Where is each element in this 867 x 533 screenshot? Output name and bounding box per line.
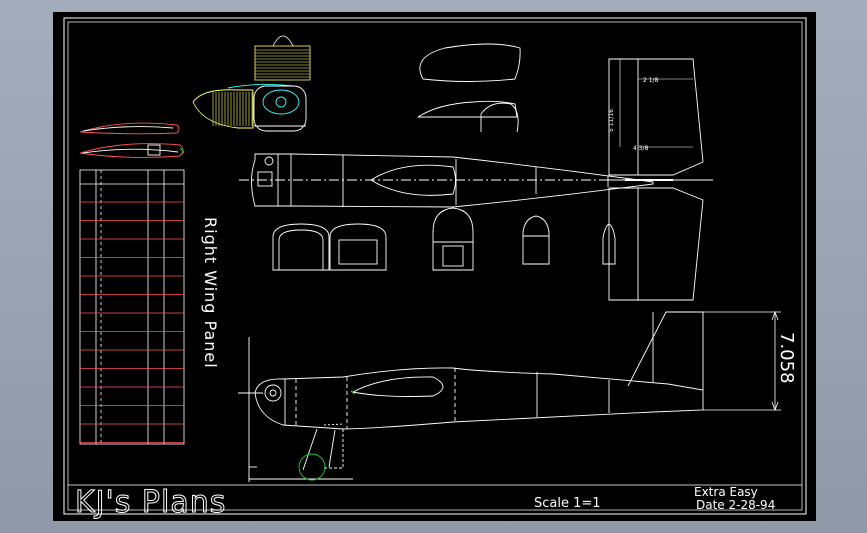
cowl-side-view [192, 83, 307, 132]
right-wing-panel [79, 169, 185, 445]
outer-border [63, 17, 807, 515]
canopy-views [417, 43, 521, 133]
wing-panel-label: Right Wing Panel [201, 217, 220, 369]
tail-dimension-label-1: 2 1/8 [643, 77, 659, 84]
tail-dimension-label-3: 4 3/8 [633, 145, 649, 152]
fuselage-side-view [238, 311, 704, 482]
scale-label: Scale 1=1 [534, 496, 601, 511]
date-label: Date 2-28-94 [696, 498, 775, 512]
drawing-title: KJ's Plans [75, 485, 226, 520]
drawing-sheet: 2 1/8 5 11/16 4 3/8 Right Wing Panel 7.0… [53, 12, 816, 521]
model-name-label: Extra Easy [694, 485, 758, 499]
tail-dimensions [619, 59, 693, 148]
cowl-top-view [254, 35, 311, 81]
fuselage-top-view [239, 153, 713, 208]
horizontal-stabilizer [601, 58, 708, 301]
fuselage-formers [272, 207, 616, 271]
height-dimension-label: 7.058 [776, 332, 797, 384]
inner-border [67, 21, 803, 511]
wing-ribs [80, 201, 184, 443]
airfoil-sections [79, 122, 185, 158]
height-dimension [703, 310, 781, 412]
tail-dimension-label-2: 5 11/16 [608, 109, 615, 132]
